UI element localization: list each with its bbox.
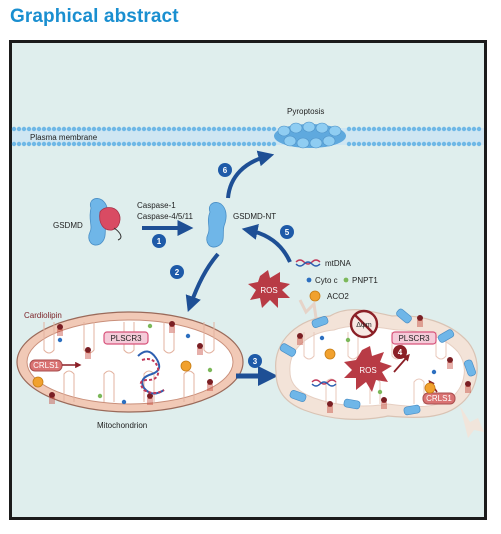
plscr3-right-label: PLSCR3 (398, 334, 430, 343)
plasma-membrane (11, 126, 484, 147)
step-label-1: 1 (157, 237, 162, 246)
caspase4511-label: Caspase-4/5/11 (137, 212, 193, 221)
delta-psi-m-label: Δψm (356, 322, 372, 329)
plscr3-left-badge (103, 331, 149, 345)
cyto-c-dot (306, 277, 312, 283)
arrow-plscr3-activation (393, 353, 410, 373)
step-badge-1 (152, 234, 166, 248)
plasma-membrane-label: Plasma membrane (30, 133, 98, 142)
plscr3-right-badge (391, 331, 437, 345)
mtdna-label: mtDNA (325, 259, 351, 268)
step-badge-2 (170, 265, 184, 279)
mtdna-tangle (137, 350, 165, 395)
step-label-3: 3 (253, 357, 258, 366)
mitochondrion-label: Mitochondrion (97, 421, 147, 430)
cardiolipin-cluster-right (297, 315, 471, 413)
step-badge-5 (280, 225, 294, 239)
ros-burst-right (344, 346, 392, 392)
aco2-dot (309, 290, 321, 302)
ros-left-label: ROS (260, 286, 277, 295)
aco2-label: ACO2 (327, 292, 349, 301)
pyroptosis-label: Pyroptosis (287, 107, 324, 116)
gsdmd-nt-label: GSDMD-NT (233, 212, 276, 221)
mtdna-icon (295, 259, 321, 265)
gsdmd-label: GSDMD (53, 221, 83, 230)
diagram-frame (9, 40, 487, 520)
pnpt1-label: PNPT1 (352, 276, 378, 285)
mtdna-fragment (311, 379, 337, 385)
ros-right-label: ROS (359, 366, 376, 375)
step-label-2: 2 (175, 268, 180, 277)
step-label-6: 6 (223, 166, 228, 175)
crls1-left-label: CRLS1 (33, 361, 59, 370)
gsdmd-nt-pores-on-mitochondrion (279, 308, 476, 416)
arrow-to-membrane (226, 150, 275, 199)
crls1-right-badge (422, 392, 456, 405)
cyto-c-label: Cyto c (315, 276, 338, 285)
gsdmd-nt-protein (206, 202, 227, 248)
ros-burst-left (248, 270, 290, 308)
arrow-release-feedback (241, 224, 292, 263)
step-badge-4 (393, 345, 407, 359)
pnpt1-dot (343, 277, 349, 283)
step-badge-3 (248, 354, 262, 368)
plscr3-left-label: PLSCR3 (110, 334, 142, 343)
cardiolipin-label: Cardiolipin (24, 311, 62, 320)
gsdmd-protein (88, 198, 122, 246)
arrow-to-mitochondrion (185, 252, 220, 313)
step-label-4: 4 (398, 348, 403, 357)
crls1-right-label: CRLS1 (426, 394, 452, 403)
gsdmd-pore (274, 121, 346, 149)
caspase1-label: Caspase-1 (137, 201, 176, 210)
step-badge-6 (218, 163, 232, 177)
step-label-5: 5 (285, 228, 290, 237)
cardiolipin-cluster (49, 321, 213, 405)
graphical-abstract-title: Graphical abstract (10, 6, 179, 27)
